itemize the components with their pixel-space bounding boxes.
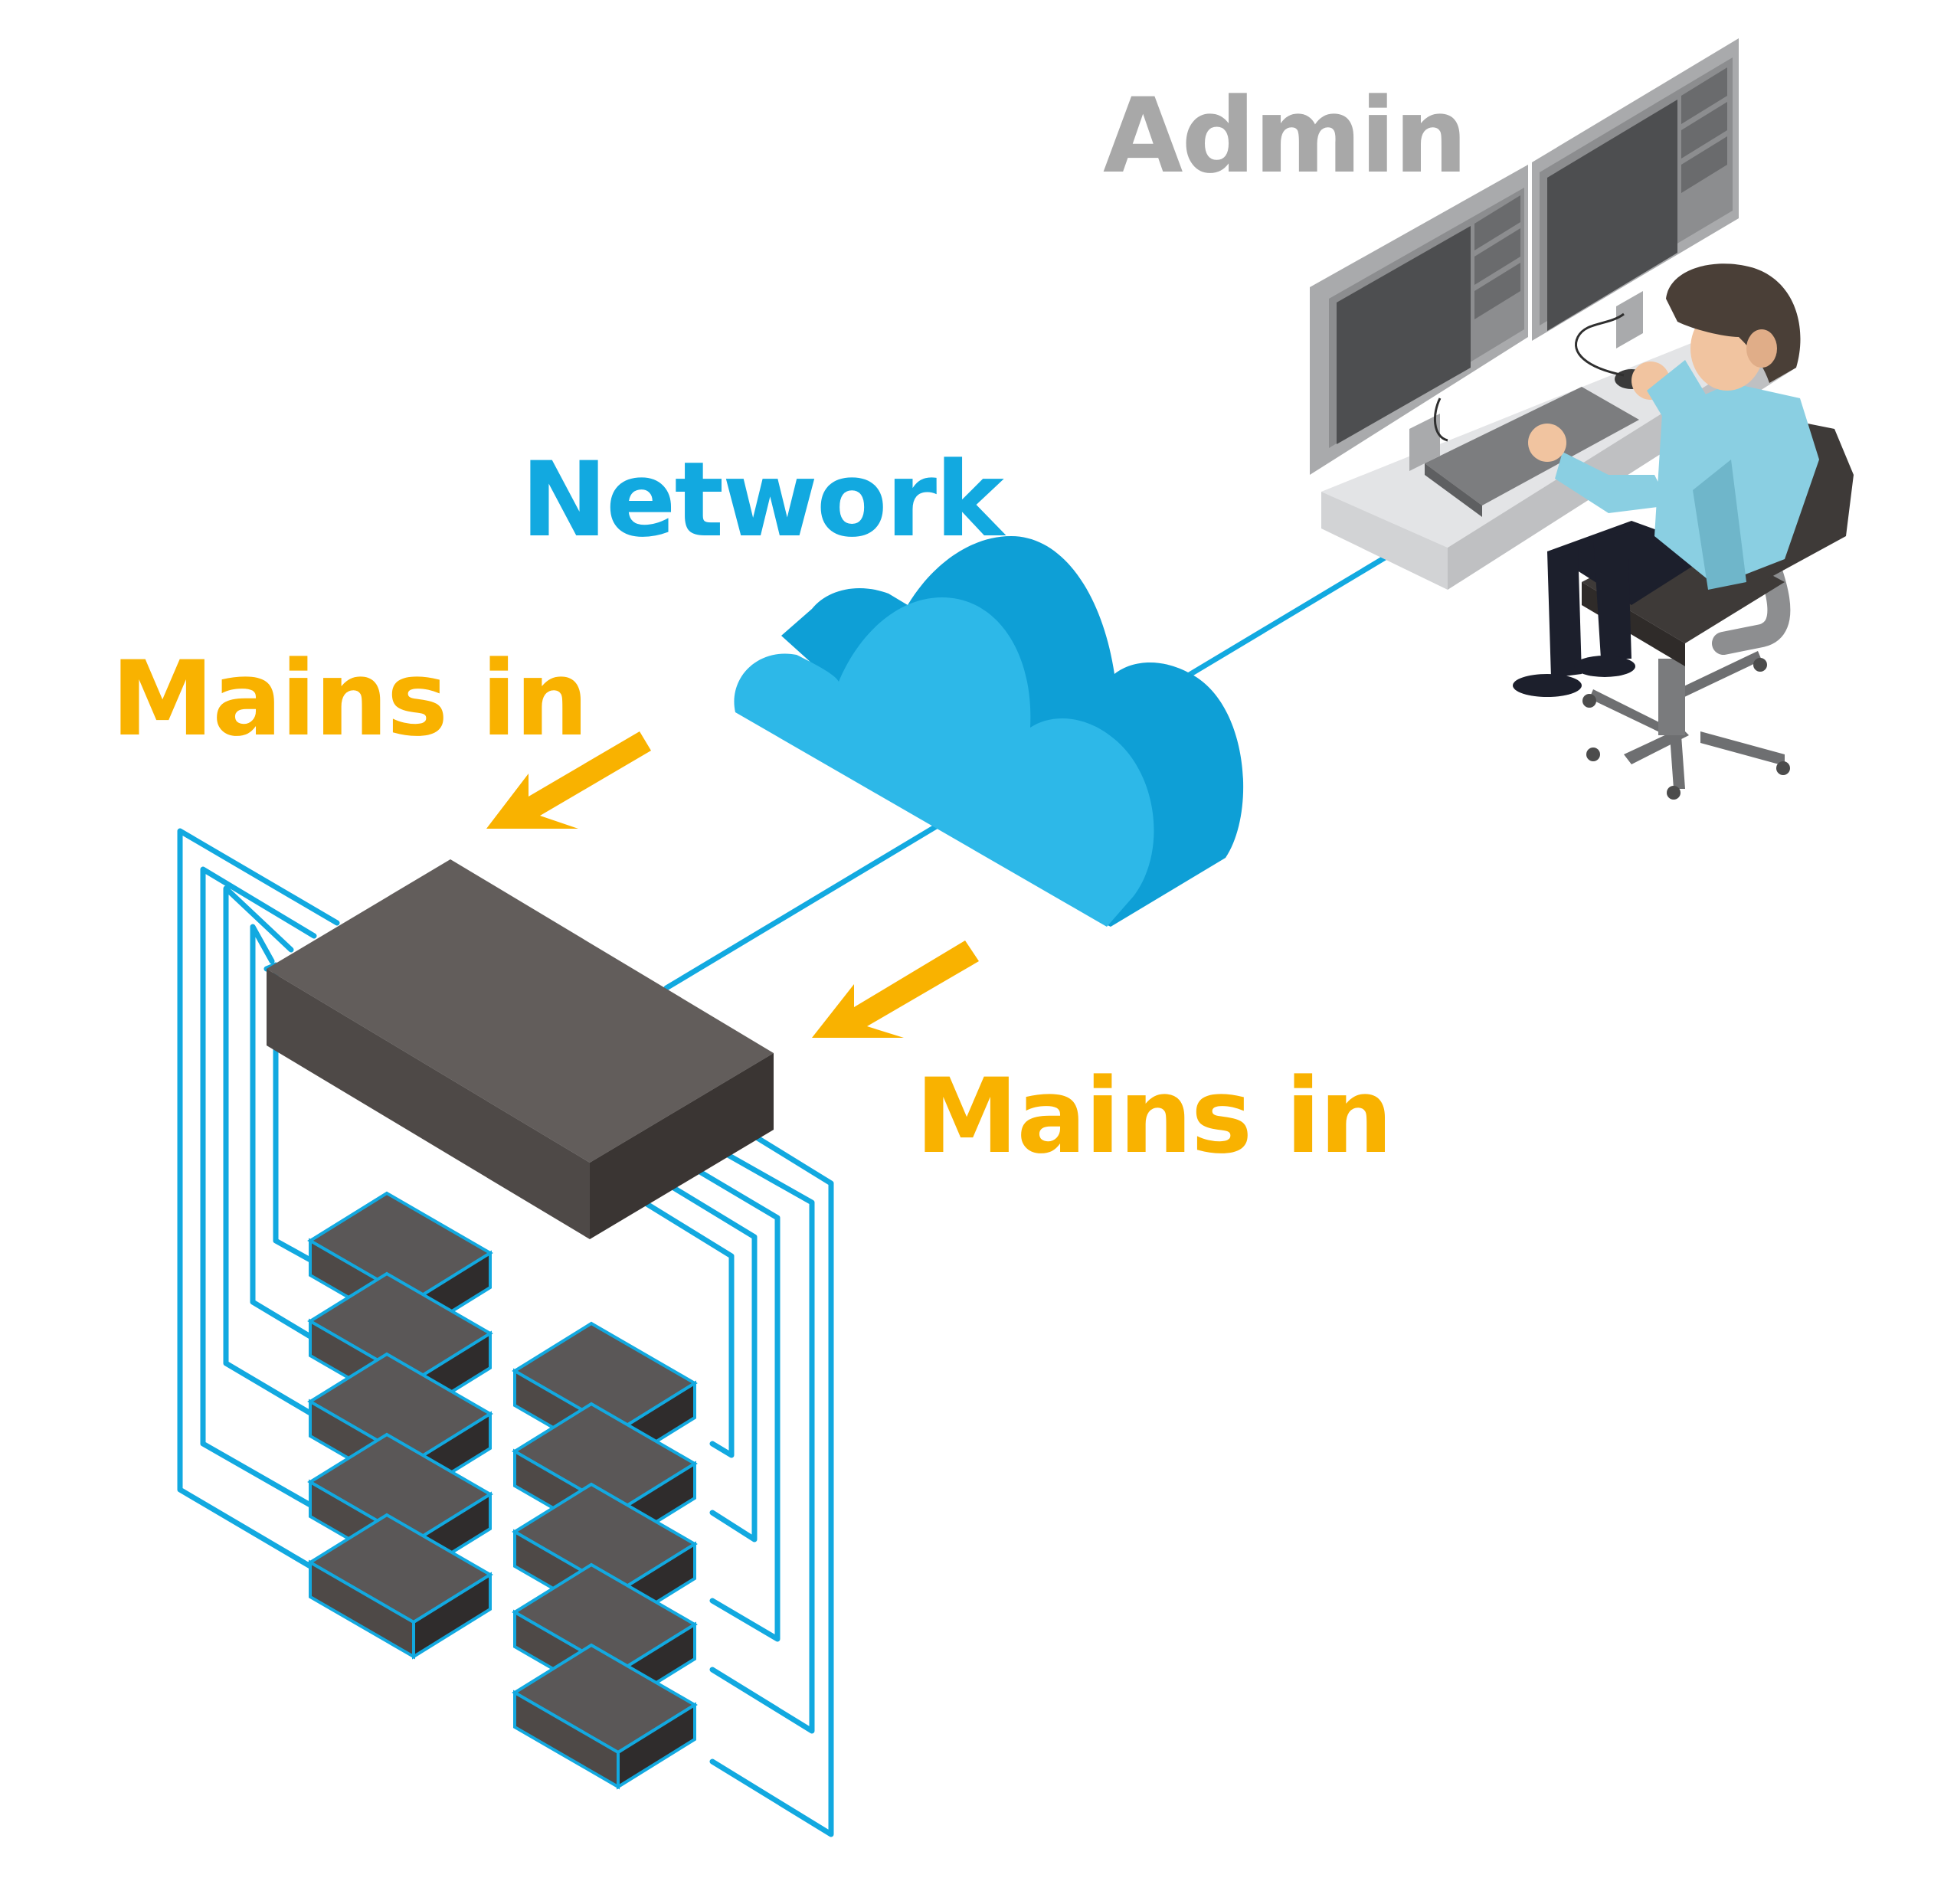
node-side	[617, 1702, 696, 1790]
mains-in-label-right: Mains in	[915, 1056, 1393, 1176]
wire-right-4	[644, 1169, 758, 1543]
node-unit-10	[512, 1643, 698, 1790]
mains-arrow-left	[486, 731, 651, 829]
admin-workstation-icon	[1310, 38, 1854, 800]
wire-left-2	[200, 866, 317, 1508]
power-controller-icon	[267, 859, 774, 1239]
wire-right-2	[698, 1137, 815, 1734]
wire-right-3	[671, 1153, 781, 1642]
right-wiring	[619, 1119, 834, 1837]
network-label: Network	[521, 440, 1004, 560]
wire-left-4	[250, 924, 313, 1340]
node-stack	[307, 1191, 698, 1790]
node-side	[412, 1572, 492, 1660]
wire-right-1	[709, 1119, 834, 1837]
mains-in-label-left: Mains in	[111, 639, 589, 759]
wire-left-3	[223, 885, 313, 1416]
mains-arrow-right	[812, 941, 979, 1038]
cloud-icon	[734, 536, 1244, 927]
wire-left-1	[177, 828, 340, 1569]
admin-label: Admin	[1103, 76, 1468, 196]
node-unit-9	[307, 1513, 493, 1660]
wire-right-5	[619, 1186, 735, 1458]
